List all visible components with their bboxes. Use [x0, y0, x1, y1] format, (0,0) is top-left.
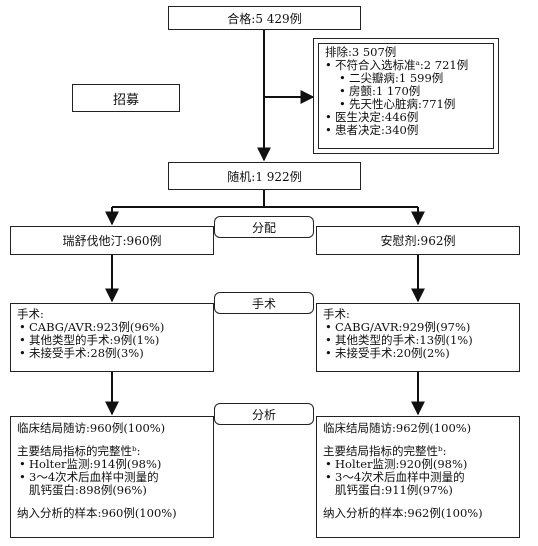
left-surgery-list: CABG/AVR:923例(96%) 其他类型的手术:9例(1%) 未接受手术:…: [17, 321, 207, 361]
eligible-text: 合格:5 429例: [227, 11, 302, 26]
right-analysis-box: 临床结局随访:962例(100%) 主要结局指标的完整性ᵇ: Holter监测:…: [316, 416, 520, 538]
left-analyzed: 纳入分析的样本:960例(100%): [17, 506, 177, 520]
excluded-subitem: 房颤:1 170例: [323, 85, 489, 99]
left-surgery-item: 未接受手术:28例(3%): [17, 347, 207, 361]
left-surgery-title: 手术:: [17, 307, 44, 321]
left-surgery-item: CABG/AVR:923例(96%): [17, 321, 207, 335]
right-analyzed: 纳入分析的样本:962例(100%): [323, 506, 483, 520]
right-arm-box: 安慰剂:962例: [316, 226, 520, 255]
analysis-label: 分析: [214, 403, 314, 425]
right-completeness-item: 3～4次术后血样中测量的: [323, 471, 513, 485]
right-surgery-box: 手术: CABG/AVR:929例(97%) 其他类型的手术:13例(1%) 未…: [316, 303, 520, 372]
excluded-subitem: 二尖瓣病:1 599例: [323, 72, 489, 86]
excluded-list: 不符合入选标准ᵃ:2 721例 二尖瓣病:1 599例 房颤:1 170例 先天…: [323, 59, 489, 138]
left-completeness-item: Holter监测:914例(98%): [17, 458, 207, 472]
recruit-box: 招募: [72, 84, 180, 112]
right-arm-text: 安慰剂:962例: [380, 234, 456, 248]
recruit-text: 招募: [112, 92, 139, 108]
left-completeness-item: 3～4次术后血样中测量的: [17, 471, 207, 485]
excluded-item: 不符合入选标准ᵃ:2 721例: [323, 59, 489, 73]
left-completeness-list: Holter监测:914例(98%) 3～4次术后血样中测量的: [17, 458, 207, 485]
right-surgery-title: 手术:: [323, 307, 350, 321]
left-arm-text: 瑞舒伐他汀:960例: [62, 234, 162, 248]
excluded-box: 排除:3 507例 不符合入选标准ᵃ:2 721例 二尖瓣病:1 599例 房颤…: [313, 38, 499, 154]
excluded-title: 排除:3 507例: [325, 45, 397, 59]
excluded-item: 患者决定:340例: [323, 124, 489, 138]
excluded-item: 医生决定:446例: [323, 111, 489, 125]
eligible-box: 合格:5 429例: [168, 6, 361, 30]
left-completeness-item-cont: 肌钙蛋白:898例(96%): [29, 483, 147, 497]
randomized-text: 随机:1 922例: [227, 169, 302, 184]
left-analysis-box: 临床结局随访:960例(100%) 主要结局指标的完整性ᵇ: Holter监测:…: [10, 416, 214, 538]
right-followup: 临床结局随访:962例(100%): [323, 421, 472, 435]
allocation-label: 分配: [214, 216, 314, 238]
right-surgery-item: 其他类型的手术:13例(1%): [323, 334, 513, 348]
right-completeness-item: Holter监测:920例(98%): [323, 458, 513, 472]
left-arm-box: 瑞舒伐他汀:960例: [10, 226, 214, 255]
left-surgery-box: 手术: CABG/AVR:923例(96%) 其他类型的手术:9例(1%) 未接…: [10, 303, 214, 372]
left-completeness-title: 主要结局指标的完整性ᵇ:: [17, 444, 141, 458]
excluded-inner-box: 排除:3 507例 不符合入选标准ᵃ:2 721例 二尖瓣病:1 599例 房颤…: [318, 43, 494, 149]
right-surgery-list: CABG/AVR:929例(97%) 其他类型的手术:13例(1%) 未接受手术…: [323, 321, 513, 361]
right-completeness-item-cont: 肌钙蛋白:911例(97%): [335, 483, 453, 497]
left-surgery-item: 其他类型的手术:9例(1%): [17, 334, 207, 348]
right-surgery-item: 未接受手术:20例(2%): [323, 347, 513, 361]
left-followup: 临床结局随访:960例(100%): [17, 421, 166, 435]
excluded-subitem: 先天性心脏病:771例: [323, 98, 489, 112]
right-completeness-title: 主要结局指标的完整性ᵇ:: [323, 444, 447, 458]
randomized-box: 随机:1 922例: [168, 162, 361, 190]
right-completeness-list: Holter监测:920例(98%) 3～4次术后血样中测量的: [323, 458, 513, 485]
surgery-label: 手术: [214, 292, 314, 314]
right-surgery-item: CABG/AVR:929例(97%): [323, 321, 513, 335]
